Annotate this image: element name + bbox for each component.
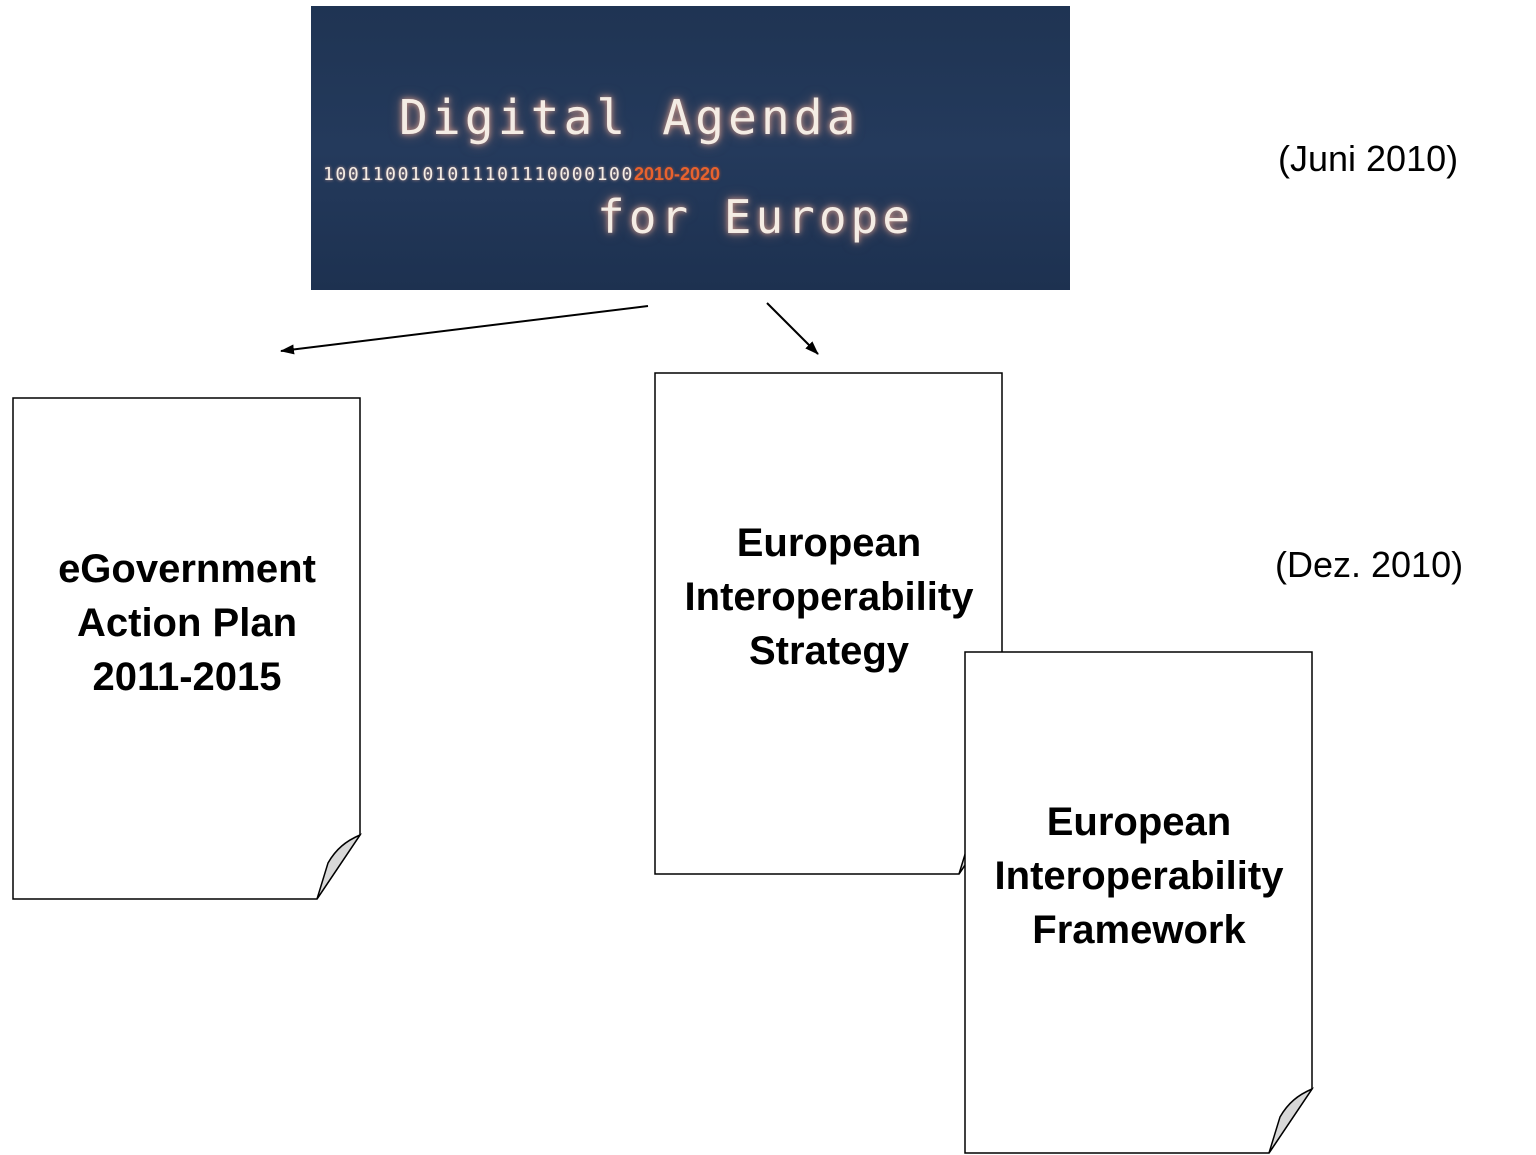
banner-title: Digital Agenda [399, 90, 860, 146]
strategy-line1: European [736, 521, 922, 565]
date-label-juni: (Juni 2010) [1278, 138, 1459, 179]
action-plan-title: eGovernment Action Plan 2011-2015 [12, 542, 362, 704]
banner-subtitle: for Europe [597, 190, 914, 244]
date-label-dez: (Dez. 2010) [1275, 544, 1464, 585]
strategy-line3: Strategy [748, 629, 910, 673]
arrow-to-action-plan [280, 305, 649, 355]
page-curl-icon [1268, 1087, 1315, 1154]
action-plan-line3: 2011-2015 [92, 655, 282, 699]
framework-title: European Interoperability Framework [964, 795, 1314, 957]
document-action-plan [12, 397, 363, 900]
banner-binary-line: 10011001010111011100001002010-2020 [323, 164, 720, 185]
framework-line2: Interoperability [994, 854, 1284, 898]
strategy-title: European Interoperability Strategy [654, 516, 1004, 678]
arrow-to-strategy [766, 302, 819, 355]
framework-line3: Framework [1032, 908, 1246, 952]
digital-agenda-banner: Digital Agenda 1001100101011101110000100… [311, 6, 1070, 290]
action-plan-line2: Action Plan [76, 601, 298, 645]
document-interoperability-framework [964, 651, 1315, 1154]
banner-years: 2010-2020 [633, 164, 721, 184]
banner-binary-digits: 1001100101011101110000100 [323, 164, 634, 185]
action-plan-line1: eGovernment [58, 547, 316, 591]
framework-line1: European [1046, 800, 1232, 844]
page-curl-icon [316, 833, 363, 900]
strategy-line2: Interoperability [684, 575, 974, 619]
